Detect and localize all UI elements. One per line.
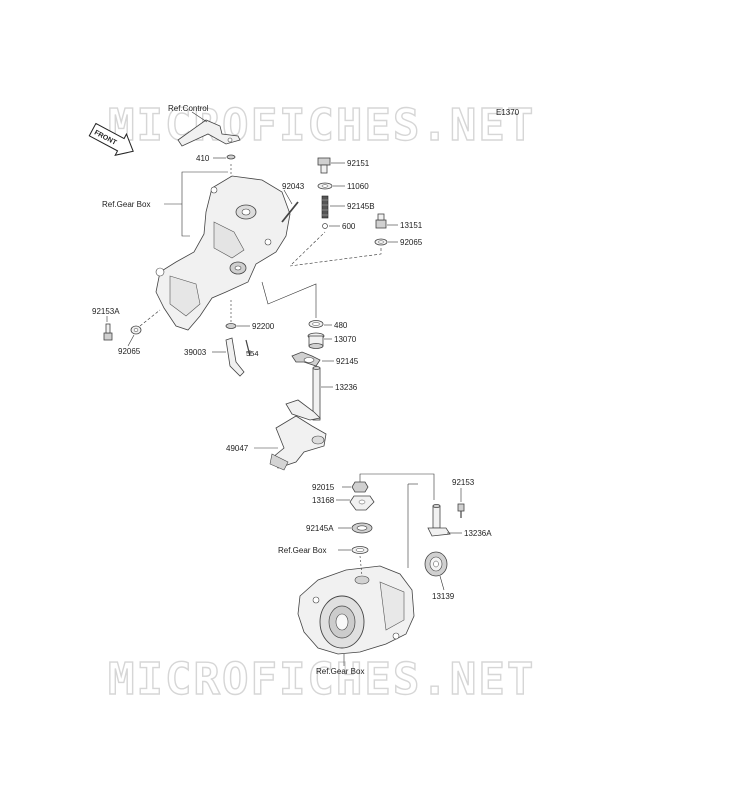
nut-92015-part (351, 481, 369, 493)
label-92065-b: 92065 (118, 347, 141, 356)
label-ref-control: Ref.Control (168, 104, 209, 113)
label-480: 480 (334, 321, 348, 330)
label-ref-gear-box-1: Ref.Gear Box (102, 200, 150, 209)
gear-case-upper-part (155, 175, 291, 331)
label-13070: 13070 (334, 335, 357, 344)
label-11060: 11060 (347, 182, 369, 191)
seal-ref-part (351, 546, 369, 554)
bolt-92153A-part (103, 323, 113, 341)
control-bracket-part (177, 119, 241, 147)
bolt-92153-part (457, 503, 465, 518)
label-92145A: 92145A (306, 524, 334, 533)
label-92153: 92153 (452, 478, 475, 487)
pin-92043-part (281, 201, 299, 223)
spring-92145A-part (351, 522, 373, 534)
label-92145: 92145 (336, 357, 359, 366)
gear-13139-part (424, 551, 448, 577)
diagram-code: E1370 (496, 108, 520, 117)
label-13139: 13139 (432, 592, 455, 601)
lever-13168-part (349, 495, 375, 511)
label-92200: 92200 (252, 322, 275, 331)
gear-case-lower-part (297, 565, 415, 655)
label-600: 600 (342, 222, 356, 231)
label-92043: 92043 (282, 182, 305, 191)
label-92151: 92151 (347, 159, 370, 168)
washer-92065-part (374, 238, 388, 246)
label-13236A: 13236A (464, 529, 492, 538)
watermark-bottom: MICROFICHES.NET (108, 654, 535, 705)
washer-92065-left-part (130, 325, 142, 335)
lever-39003-part (225, 337, 251, 377)
bolt-92151-part (317, 157, 331, 174)
label-554: 554 (246, 349, 259, 358)
label-ref-gear-box-3: Ref.Gear Box (316, 667, 364, 676)
washer-410-part (226, 154, 236, 160)
label-13168: 13168 (312, 496, 335, 505)
washer-92200-part (225, 323, 237, 329)
label-92065-a: 92065 (400, 238, 423, 247)
spring-92145B-part (321, 195, 329, 219)
washer-11060-part (317, 182, 333, 190)
label-49047: 49047 (226, 444, 249, 453)
shift-fork-49047-part (269, 415, 327, 471)
label-13236: 13236 (335, 383, 358, 392)
oring-480-part (308, 320, 324, 328)
ball-600-part (322, 223, 328, 229)
shaft-13236A-part (427, 503, 451, 537)
label-ref-gear-box-2: Ref.Gear Box (278, 546, 326, 555)
label-410: 410 (196, 154, 210, 163)
label-92015: 92015 (312, 483, 335, 492)
label-92153A: 92153A (92, 307, 120, 316)
label-92145B: 92145B (347, 202, 375, 211)
shaft-13236-part (285, 366, 321, 421)
spring-92145-part (291, 351, 321, 367)
bushing-13070-part (307, 332, 325, 349)
switch-13151-part (375, 213, 387, 229)
label-39003: 39003 (184, 348, 207, 357)
label-13151: 13151 (400, 221, 423, 230)
watermark-top: MICROFICHES.NET (108, 100, 535, 151)
